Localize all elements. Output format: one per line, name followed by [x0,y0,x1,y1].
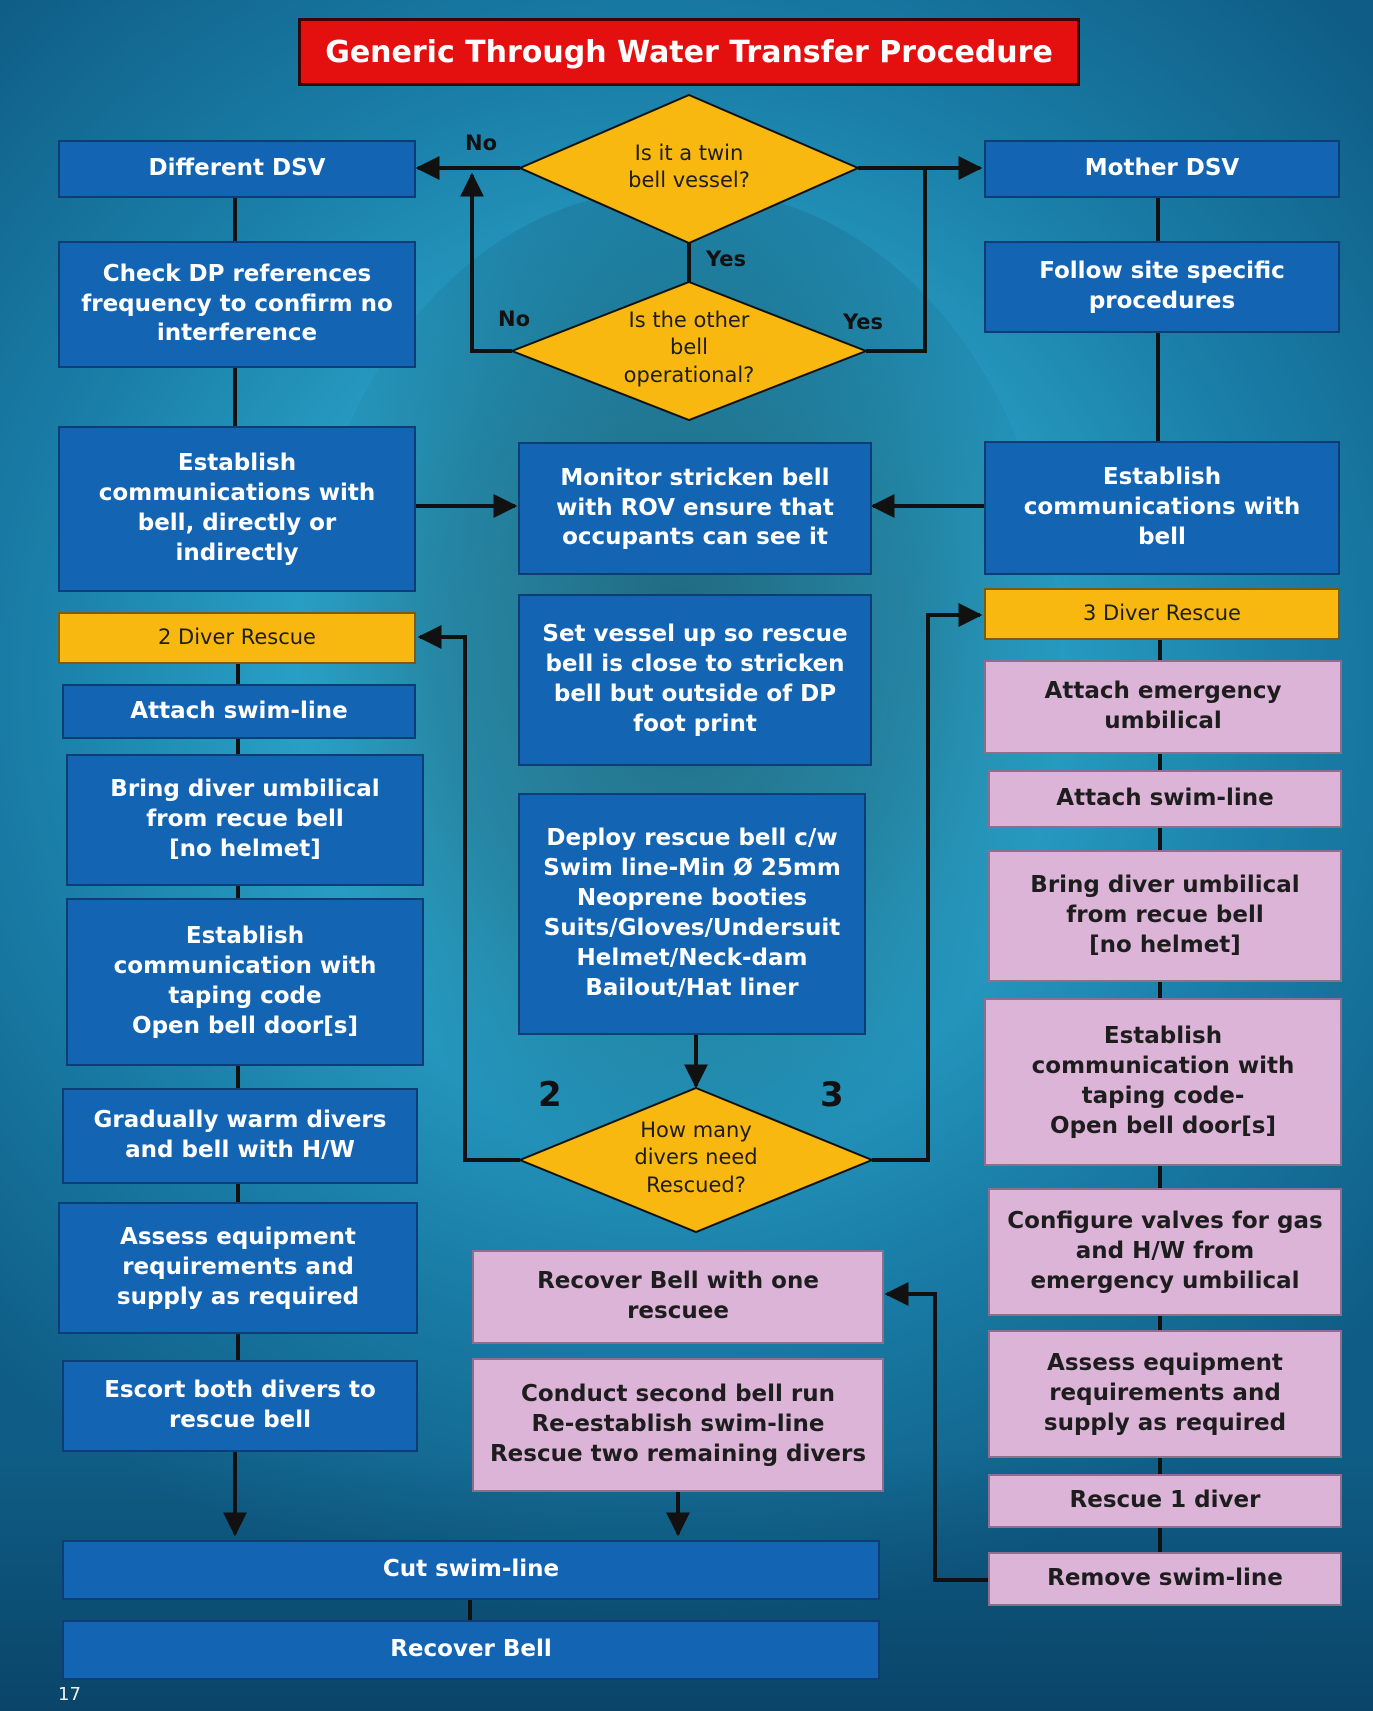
box-attach-swim-line-right: Attach swim-line [988,770,1342,828]
box-attach-swim-line-left: Attach swim-line [62,684,416,739]
box-assess-equipment-right: Assess equipment requirements and supply… [988,1330,1342,1458]
box-attach-emergency-umbilical: Attach emergency umbilical [984,660,1342,754]
box-check-dp-references: Check DP references frequency to confirm… [58,241,416,368]
label-yes-right: Yes [843,310,884,334]
decision-how-many-shape [517,1086,875,1234]
label-no-top: No [465,131,498,155]
box-establish-tapping-left: Establish communication with taping code… [66,898,424,1066]
connector-other-no [460,172,512,353]
box-two-diver-rescue: 2 Diver Rescue [58,612,416,664]
box-establish-communications-right: Establish communications with bell [984,441,1340,575]
box-warm-divers: Gradually warm divers and bell with H/W [62,1088,418,1184]
decision-other-bell-shape [509,280,869,422]
decision-how-many: How many divers need Rescued? [634,1118,758,1197]
connector-remove-to-recover [884,1282,988,1582]
decision-twin-bell: Is it a twin bell vessel? [628,141,750,193]
box-remove-swim-line: Remove swim-line [988,1552,1342,1606]
box-different-dsv: Different DSV [58,140,416,198]
label-no-left: No [498,307,531,331]
label-two-divers: 2 [538,1075,562,1115]
box-cut-swim-line: Cut swim-line [62,1540,880,1600]
box-establish-communications-left: Establish communications with bell, dire… [58,426,416,592]
decision-twin-bell-shape [517,93,861,245]
page-title: Generic Through Water Transfer Procedure [298,18,1080,86]
connector-three-divers [872,603,983,1162]
box-mother-dsv: Mother DSV [984,140,1340,198]
page-number: 17 [58,1684,81,1705]
box-bring-umbilical-right: Bring diver umbilical from recue bell [n… [988,850,1342,982]
box-assess-equipment-left: Assess equipment requirements and supply… [58,1202,418,1334]
label-three-divers: 3 [820,1075,844,1115]
box-configure-valves: Configure valves for gas and H/W from em… [988,1188,1342,1316]
box-recover-bell: Recover Bell [62,1620,880,1680]
connector-other-yes [866,168,927,353]
label-yes-mid: Yes [706,247,747,271]
box-set-vessel-up: Set vessel up so rescue bell is close to… [518,594,872,766]
box-follow-site-procedures: Follow site specific procedures [984,241,1340,333]
box-deploy-rescue-bell: Deploy rescue bell c/w Swim line-Min Ø 2… [518,793,866,1035]
box-second-bell-run: Conduct second bell run Re-establish swi… [472,1358,884,1492]
box-rescue-one-diver: Rescue 1 diver [988,1474,1342,1528]
decision-other-bell: Is the other bell operational? [623,308,755,387]
box-recover-bell-one-rescuee: Recover Bell with one rescuee [472,1250,884,1344]
box-monitor-stricken-bell: Monitor stricken bell with ROV ensure th… [518,442,872,575]
box-establish-tapping-right: Establish communication with taping code… [984,998,1342,1166]
connector-two-divers [417,625,520,1162]
box-three-diver-rescue: 3 Diver Rescue [984,588,1340,640]
box-escort-divers: Escort both divers to rescue bell [62,1360,418,1452]
box-bring-umbilical-left: Bring diver umbilical from recue bell [n… [66,754,424,886]
